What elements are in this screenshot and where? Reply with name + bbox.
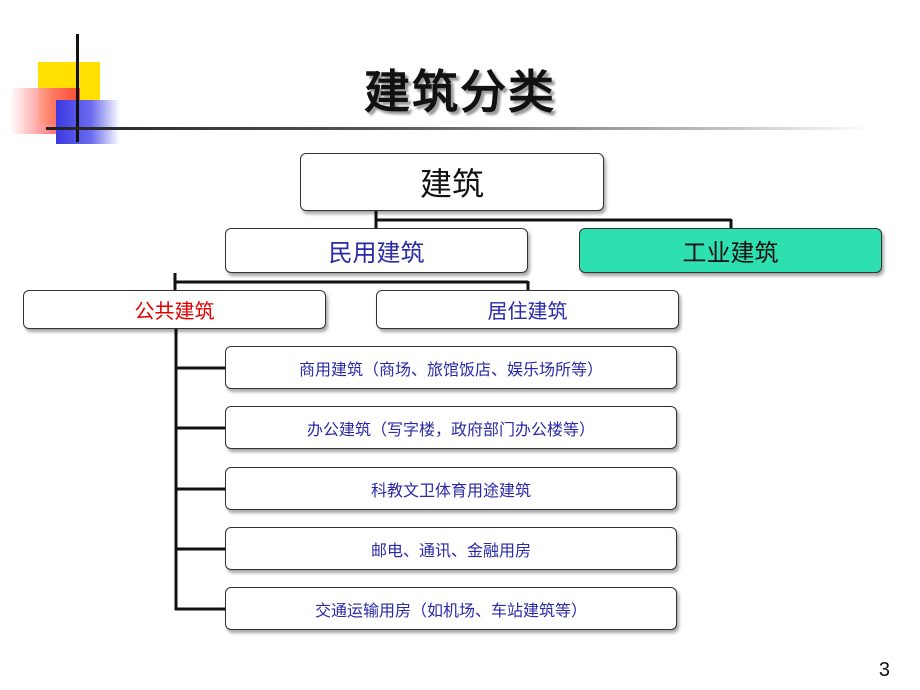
node-telecom-finance-building: 邮电、通讯、金融用房: [225, 527, 677, 570]
page-number: 3: [878, 659, 890, 681]
node-transport-building: 交通运输用房（如机场、车站建筑等）: [225, 587, 677, 630]
node-civil-building: 民用建筑: [225, 228, 528, 273]
title-underline: [46, 127, 872, 130]
slide-title: 建筑分类: [364, 65, 556, 119]
vertical-rule-decoration: [76, 34, 79, 142]
node-commercial-building: 商用建筑（商场、旅馆饭店、娱乐场所等）: [225, 346, 677, 389]
node-public-building: 公共建筑: [23, 290, 326, 329]
node-residential-building: 居住建筑: [376, 290, 679, 329]
node-education-health-sports-building: 科教文卫体育用途建筑: [225, 467, 677, 510]
node-building: 建筑: [300, 153, 604, 211]
blue-square-decoration: [56, 100, 120, 144]
node-industrial-building: 工业建筑: [579, 228, 882, 273]
node-office-building: 办公建筑（写字楼，政府部门办公楼等）: [225, 406, 677, 449]
